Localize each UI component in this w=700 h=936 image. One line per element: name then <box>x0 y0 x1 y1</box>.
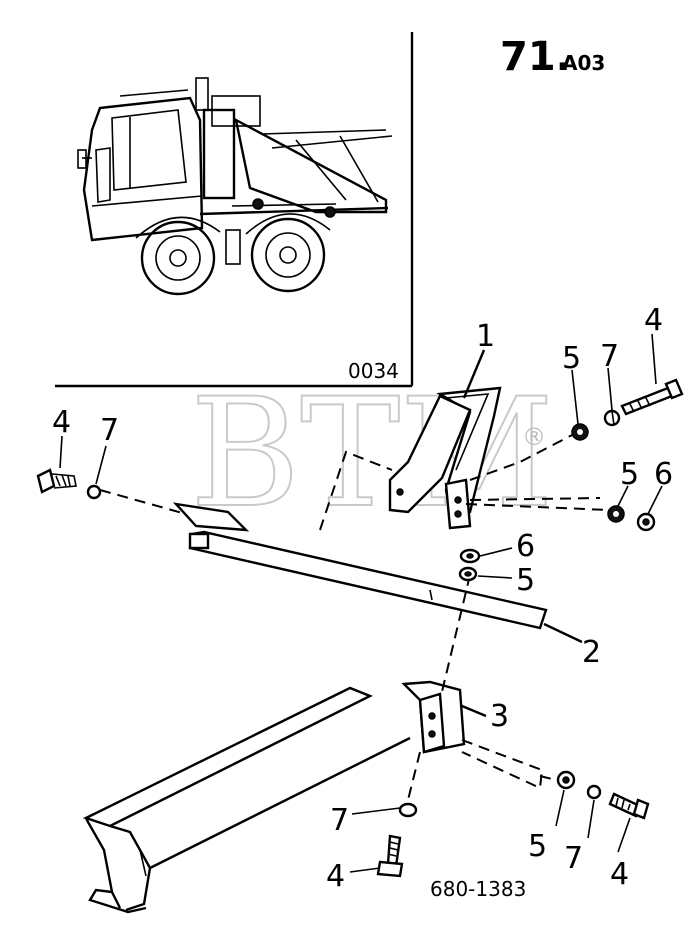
bracket-foot <box>444 478 472 530</box>
bolt-bottom <box>376 834 404 878</box>
truck-air-filter <box>202 108 236 200</box>
truck-cab-outline <box>82 96 204 242</box>
callout-1: 1 <box>476 319 495 354</box>
assembly-dashed-lines <box>99 431 609 801</box>
callout-7-bottom: 7 <box>330 803 349 838</box>
truck-chassis-rail <box>199 206 389 216</box>
truck-inset: 0034 <box>55 32 414 388</box>
washer-rod <box>459 548 481 564</box>
callout-4-top-right: 4 <box>644 303 663 338</box>
spring-washer-top-right <box>603 409 621 427</box>
strut-rod-body <box>188 530 548 630</box>
truck-exhaust-stack <box>195 77 209 111</box>
truck-mirror <box>77 149 87 169</box>
bolt-left <box>36 468 77 494</box>
strut-end-bracket <box>172 502 250 532</box>
truck-illustration <box>77 77 393 296</box>
nut-mid-right <box>607 505 625 523</box>
callout-6-rod: 6 <box>516 529 535 564</box>
nut-lower-right <box>556 770 576 790</box>
callout-7-left: 7 <box>100 413 119 448</box>
callout-5-rod: 5 <box>516 563 535 598</box>
section-number: 71. <box>500 34 571 80</box>
truck-front-wheel <box>140 220 216 296</box>
watermark-registered-mark: ® <box>522 423 546 451</box>
strut-end-block <box>188 532 210 550</box>
callout-2: 2 <box>582 635 601 670</box>
callout-5-lower-right: 5 <box>528 829 547 864</box>
section-header: 71. A03 <box>500 34 605 80</box>
truck-windshield <box>111 109 187 191</box>
section-suffix: A03 <box>562 51 605 75</box>
washer-mid-right <box>636 512 656 532</box>
chassis-channel-beam <box>82 686 411 914</box>
spring-washer-lower-right <box>586 784 602 800</box>
callout-7-lower-right: 7 <box>564 841 583 876</box>
leader-2 <box>543 622 583 644</box>
callout-4-left: 4 <box>52 405 71 440</box>
spring-washer-bottom <box>398 802 418 818</box>
nut-rod <box>458 566 478 582</box>
callout-4-bottom: 4 <box>326 859 345 894</box>
spring-washer-left <box>86 484 102 500</box>
callout-7-top-right: 7 <box>600 339 619 374</box>
leader-3 <box>461 704 487 718</box>
inset-view-code: 0034 <box>348 359 399 383</box>
truck-headlight <box>95 147 111 203</box>
truck-dump-body <box>234 117 388 214</box>
drawing-number: 680-1383 <box>430 877 526 901</box>
part-3-lower-bracket <box>401 680 487 754</box>
part-2-strut-rod <box>172 502 583 644</box>
truck-rear-wheel <box>250 217 326 293</box>
part-1-bracket <box>388 349 502 530</box>
callout-leaders <box>59 333 663 873</box>
callout-6-mid-right: 6 <box>654 457 673 492</box>
callout-labels: 1 2 3 4 4 4 4 5 5 5 5 6 6 7 7 7 7 <box>52 303 673 894</box>
nut-top-right <box>571 423 589 441</box>
bolt-top-right <box>620 378 684 416</box>
callout-5-top-right: 5 <box>562 341 581 376</box>
callout-4-lower-right: 4 <box>610 857 629 892</box>
callout-3: 3 <box>490 699 509 734</box>
callout-5-mid-right: 5 <box>620 457 639 492</box>
bolt-lower-right <box>608 792 650 820</box>
leader-1 <box>462 349 486 399</box>
bracket-left-flange <box>388 394 472 514</box>
